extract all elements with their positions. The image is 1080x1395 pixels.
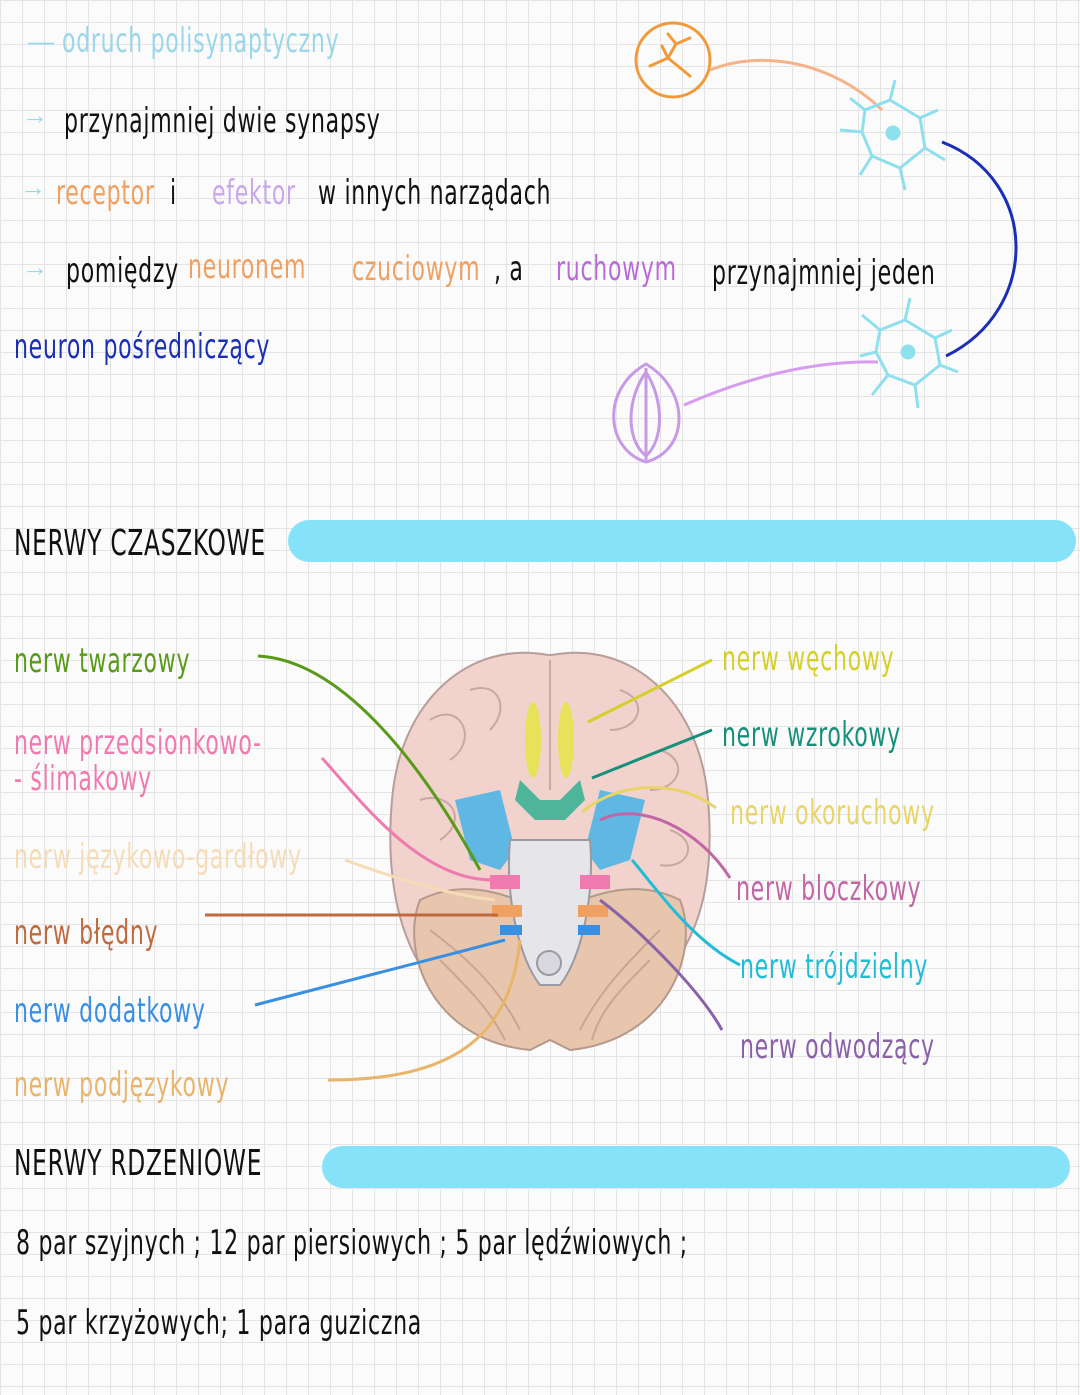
reflex-title: odruch polisynaptyczny — [62, 21, 340, 61]
neuron-icon — [859, 297, 959, 409]
nerve-label-vestibulocochlear: nerw przedsionkowo- — [14, 723, 262, 763]
highlight-bar — [288, 520, 1076, 562]
spinal-cord-section — [536, 950, 562, 976]
leader-line — [630, 858, 741, 967]
reflex-arc-drawing — [612, 21, 1018, 464]
note-neuronem: neuronem — [188, 247, 307, 287]
nerve-root — [490, 875, 520, 889]
note-efektor: efektor — [212, 173, 296, 213]
note-i: i — [170, 173, 177, 213]
leader-line — [320, 756, 493, 882]
nerve-root — [580, 875, 610, 889]
receptor-icon — [634, 21, 712, 99]
leader-line — [587, 658, 713, 724]
note-interneuron: neuron pośredniczący — [14, 327, 271, 367]
spinal-pairs-line-1: 8 par szyjnych ; 12 par piersiowych ; 5 … — [16, 1223, 688, 1263]
nerve-root — [492, 905, 522, 917]
spinal-heading: NERWY RDZENIOWE — [14, 1143, 263, 1184]
nerve-label-trigeminal: nerw trójdzielny — [740, 947, 929, 987]
olfactory-bulb — [558, 702, 574, 778]
dash-mark: — — [28, 26, 54, 56]
muscle-icon — [612, 362, 681, 464]
note-pomiedzy: pomiędzy — [66, 251, 179, 291]
spinal-pairs-line-2: 5 par krzyżowych; 1 para guziczna — [16, 1303, 423, 1343]
leader-line — [327, 939, 522, 1082]
nerve-label-facial: nerw twarzowy — [14, 641, 191, 681]
arrow-icon: → — [20, 172, 46, 202]
note-ruchowym: ruchowym — [556, 249, 677, 289]
nerve-label-oculomotor: nerw okoruchowy — [730, 793, 935, 833]
highlight-bar — [322, 1146, 1070, 1188]
leader-line — [254, 938, 506, 1007]
leader-line — [599, 898, 724, 1031]
nerve-label-hypoglossal: nerw podjęzykowy — [14, 1065, 230, 1105]
note-synapses: przynajmniej dwie synapsy — [64, 101, 381, 141]
nerve-label-optic: nerw wzrokowy — [722, 715, 901, 755]
nerve-label-abducens: nerw odwodzący — [740, 1027, 935, 1067]
optic-chiasm — [515, 780, 585, 820]
nerve-label-trochlear: nerw bloczkowy — [736, 869, 922, 909]
leader-line — [599, 812, 732, 879]
nerve-label-accessory: nerw dodatkowy — [14, 991, 206, 1031]
nerve-label-glossopharyngeal: nerw językowo-gardłowy — [14, 837, 302, 877]
note-at-least-one: przynajmniej jeden — [712, 253, 936, 293]
cranial-heading: NERWY CZASZKOWE — [14, 523, 266, 564]
leader-line — [344, 858, 496, 902]
leader-line — [257, 654, 482, 871]
nerve-root — [578, 925, 600, 935]
brain-diagram — [205, 651, 741, 1082]
arrow-icon: → — [22, 100, 48, 130]
nerve-label-vestibulocochlear-cont: - ślimakowy — [14, 759, 152, 799]
nerve-root — [500, 925, 522, 935]
note-comma-a: , a — [494, 249, 524, 289]
nerve-label-olfactory: nerw węchowy — [722, 639, 895, 679]
neuron-icon — [839, 79, 946, 191]
arrow-icon: → — [22, 252, 48, 282]
nerve-label-vagus: nerw błędny — [14, 913, 159, 953]
leader-line — [591, 728, 713, 780]
olfactory-bulb — [525, 702, 541, 778]
note-other-organs: w innych narządach — [318, 173, 552, 213]
temporal-lobe — [585, 790, 645, 870]
nerve-root — [578, 905, 608, 917]
note-czuciowym: czuciowym — [352, 249, 481, 289]
sensory-axon — [709, 58, 884, 112]
leader-line — [581, 786, 717, 814]
note-receptor: receptor — [56, 173, 155, 213]
motor-axon — [683, 360, 879, 407]
interneuron-arc — [941, 140, 1018, 358]
